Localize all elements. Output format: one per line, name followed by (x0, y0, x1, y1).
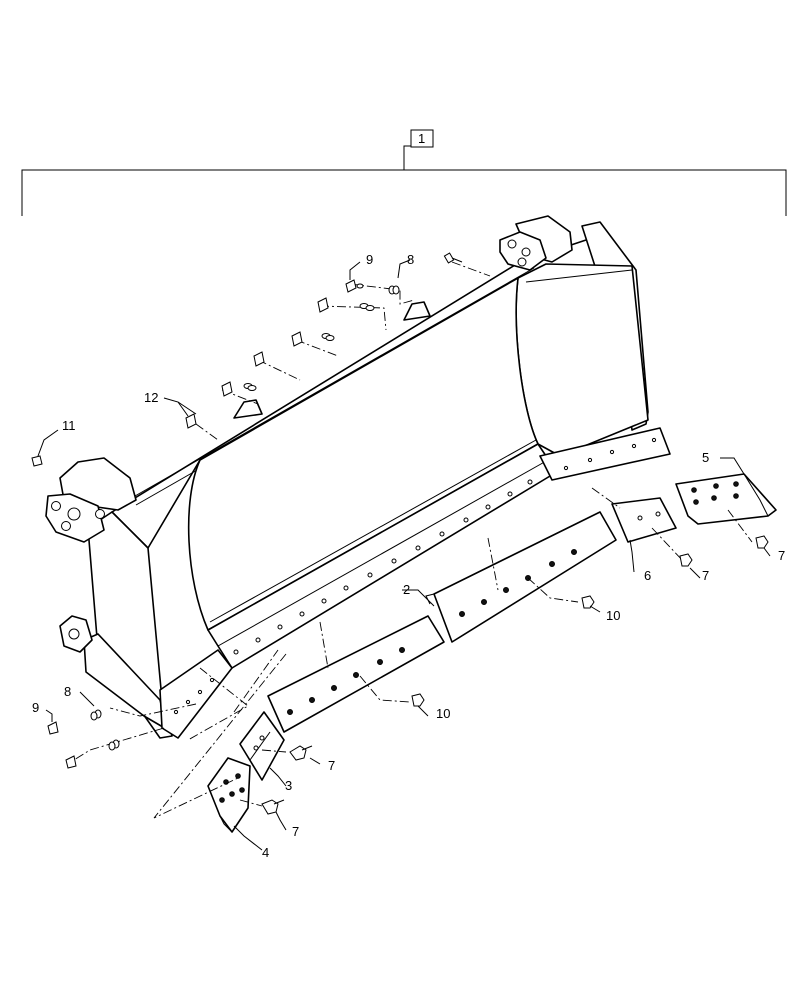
assembly-center-lines (73, 261, 753, 819)
top-bolt-1 (443, 252, 463, 264)
callout-7-b: 7 (292, 824, 299, 839)
callout-6: 6 (644, 568, 651, 583)
blade-body (45, 215, 671, 739)
callout-10-b: 10 (436, 706, 450, 721)
callout-3: 3 (285, 778, 292, 793)
callout-12: 12 (144, 390, 158, 405)
top-bolt-row (185, 297, 375, 429)
end-bit-right-inner (611, 497, 677, 543)
callout-leaders (37, 259, 771, 851)
end-bit-right (675, 473, 777, 525)
bolts-7 (261, 535, 769, 815)
lifting-ears (233, 301, 431, 419)
callout-labels: 2 3 4 5 6 7 7 7 7 8 8 9 9 10 10 11 12 (32, 252, 785, 860)
left-hardware (47, 709, 120, 769)
bolts-10 (411, 595, 595, 707)
callout-9-left: 9 (32, 700, 39, 715)
callout-7-a: 7 (328, 758, 335, 773)
right-pivot-bracket (499, 215, 573, 271)
callout-7-d: 7 (778, 548, 785, 563)
hardware (31, 252, 769, 815)
callout-4: 4 (262, 845, 269, 860)
callout-11: 11 (62, 418, 76, 433)
bolt-11 (31, 455, 43, 467)
callout-7-c: 7 (702, 568, 709, 583)
callout-8-top: 8 (407, 252, 414, 267)
callout-8-left: 8 (64, 684, 71, 699)
callout-5: 5 (702, 450, 709, 465)
end-bit-left (207, 757, 251, 833)
left-pivot-bracket (45, 457, 137, 653)
top-nut-9 (345, 279, 400, 295)
assembly-number-box (410, 129, 434, 148)
callout-9-top: 9 (366, 252, 373, 267)
callout-10-a: 10 (606, 608, 620, 623)
assembly-number: 1 (418, 131, 425, 146)
assembly-bracket: 1 (21, 129, 787, 216)
end-bit-left-inner (239, 711, 285, 781)
callout-2: 2 (403, 582, 410, 597)
moldboard-bolt-holes (173, 437, 657, 715)
cutting-edge-lower-left (267, 615, 445, 733)
